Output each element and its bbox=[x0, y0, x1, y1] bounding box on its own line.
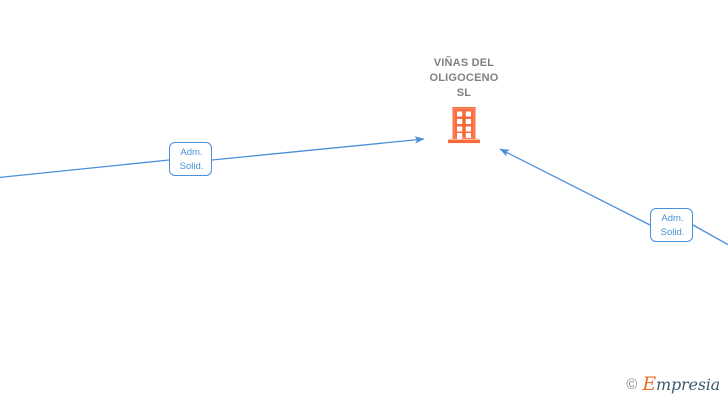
relation-label-left[interactable]: Adm. Solid. bbox=[169, 142, 212, 176]
brand-initial: E bbox=[642, 373, 656, 395]
brand-wordmark: Empresia bbox=[642, 375, 720, 394]
company-node[interactable]: VIÑAS DEL OLIGOCENO SL bbox=[400, 56, 528, 144]
brand-rest: mpresia bbox=[656, 375, 720, 394]
edge-right bbox=[499, 148, 728, 246]
company-title: VIÑAS DEL OLIGOCENO SL bbox=[429, 57, 499, 99]
edge-left bbox=[0, 136, 425, 179]
relation-label-left-line2: Solid. bbox=[179, 161, 204, 172]
relation-label-right-line2: Solid. bbox=[660, 227, 685, 238]
building-icon bbox=[446, 106, 482, 144]
watermark: © Empresia bbox=[626, 375, 720, 394]
copyright-icon: © bbox=[626, 376, 638, 393]
relation-label-right-line1: Adm. bbox=[661, 213, 684, 224]
relation-label-left-line1: Adm. bbox=[180, 147, 203, 158]
relation-label-right[interactable]: Adm. Solid. bbox=[650, 208, 693, 242]
